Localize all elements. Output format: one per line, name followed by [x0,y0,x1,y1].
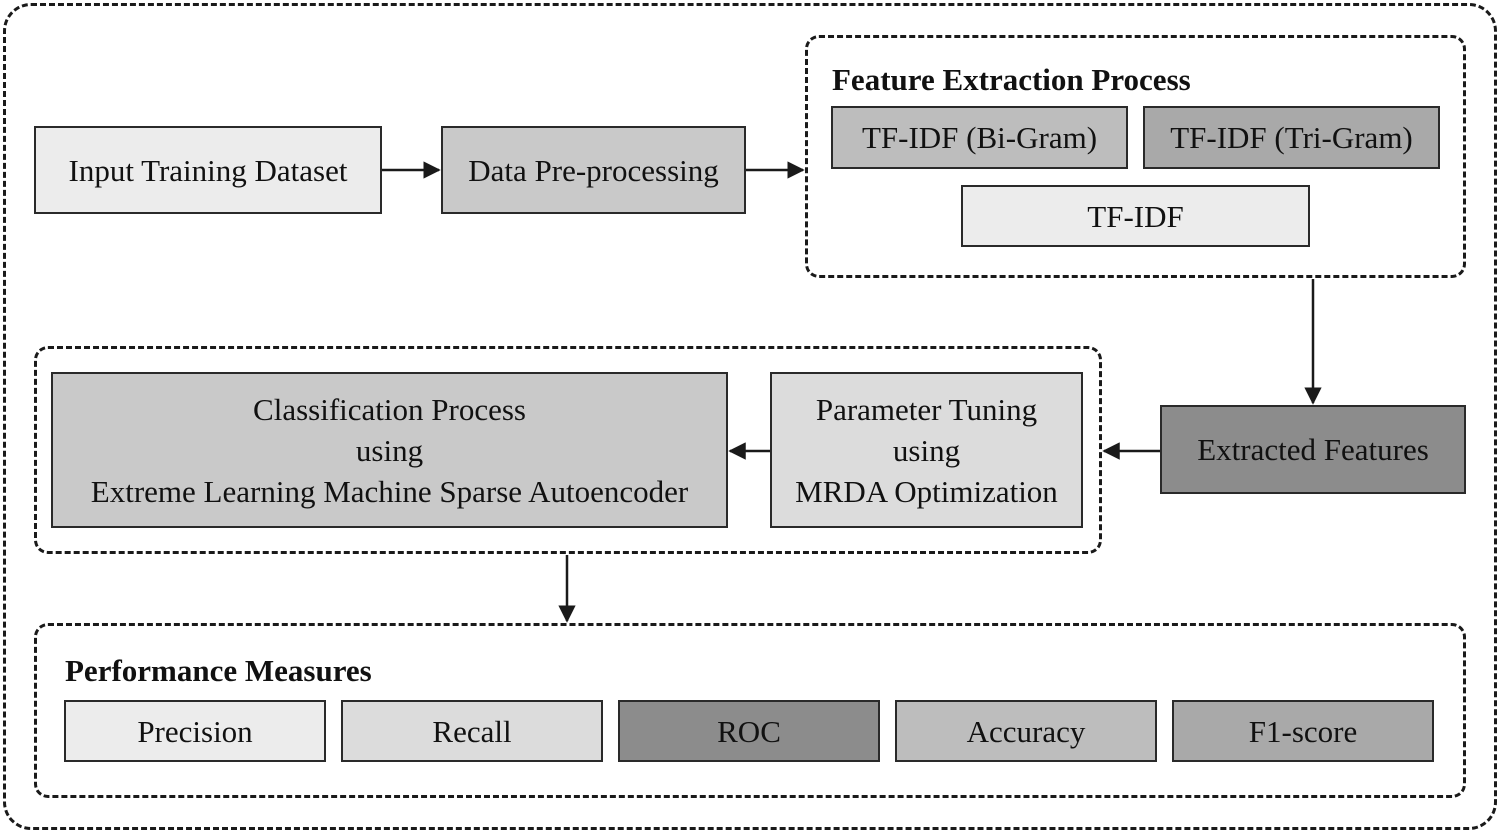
precision-label: Precision [137,713,253,749]
tfidf-bigram-node: TF-IDF (Bi-Gram) [831,106,1128,169]
input-training-dataset-label: Input Training Dataset [68,152,348,188]
classification-line-2: using [355,432,424,468]
data-preprocessing-node: Data Pre-processing [441,126,746,214]
feature-extraction-title: Feature Extraction Process [832,62,1191,97]
roc-label: ROC [717,713,781,749]
tfidf-label: TF-IDF [1087,198,1184,234]
performance-measures-group [34,623,1466,798]
extracted-features-node: Extracted Features [1160,405,1466,494]
tfidf-bigram-label: TF-IDF (Bi-Gram) [861,120,1098,155]
tfidf-trigram-label: TF-IDF (Tri-Gram) [1170,120,1413,155]
roc-node: ROC [618,700,880,762]
parameter-tuning-line-1: Parameter Tuning [815,391,1038,427]
accuracy-node: Accuracy [895,700,1157,762]
outer-frame [3,3,1497,830]
classification-line-1: Classification Process [253,391,526,427]
recall-label: Recall [432,713,512,749]
extracted-features-label: Extracted Features [1197,432,1429,467]
f1-score-label: F1-score [1248,713,1358,749]
classification-line-3: Extreme Learning Machine Sparse Autoenco… [90,473,689,509]
classification-group [34,346,1102,554]
classification-process-node: Classification Process using Extreme Lea… [51,372,728,528]
performance-measures-title: Performance Measures [65,653,372,688]
tfidf-node: TF-IDF [961,185,1310,247]
accuracy-label: Accuracy [966,713,1086,749]
parameter-tuning-node: Parameter Tuning using MRDA Optimization [770,372,1083,528]
parameter-tuning-line-2: using [892,432,961,468]
tfidf-trigram-node: TF-IDF (Tri-Gram) [1143,106,1440,169]
data-preprocessing-label: Data Pre-processing [468,152,719,188]
parameter-tuning-line-3: MRDA Optimization [795,473,1058,509]
f1-score-node: F1-score [1172,700,1434,762]
input-training-dataset-node: Input Training Dataset [34,126,382,214]
feature-extraction-group [805,35,1466,278]
precision-node: Precision [64,700,326,762]
recall-node: Recall [341,700,603,762]
